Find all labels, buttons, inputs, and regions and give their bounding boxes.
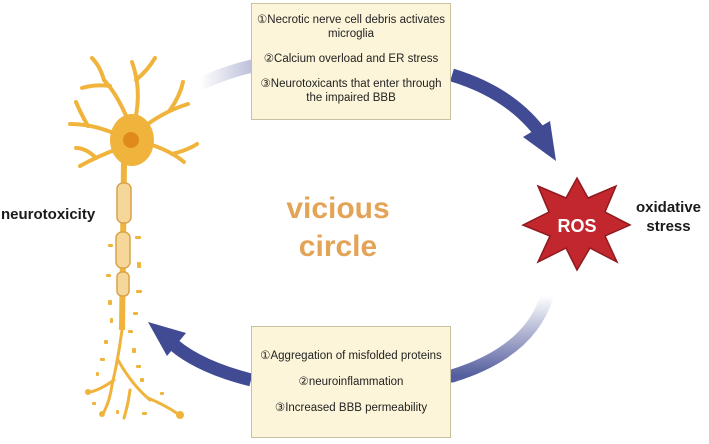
oxidative-label-line-1: oxidative [636,199,702,216]
top-cause-box: ①Necrotic nerve cell debris activates mi… [251,3,451,120]
oxidative-label-line-2: stress [646,218,691,235]
top-item-3: ③Neurotoxicants that enter through the i… [260,78,442,104]
top-item-1: ①Necrotic nerve cell debris activates mi… [257,14,445,40]
center-label-line-1: vicious [286,192,390,225]
bottom-item-1: ①Aggregation of misfolded proteins [260,350,442,362]
oxidative-stress-label: oxidative stress [636,198,701,236]
bottom-item-3: ③Increased BBB permeability [274,402,428,414]
neurotoxicity-label: neurotoxicity [1,206,96,223]
top-item-2: ②Calcium overload and ER stress [263,53,439,65]
ros-label: ROS [557,216,596,236]
center-label-line-2: circle [298,230,378,263]
arrow-icon-top-right [450,68,556,161]
arc-lower-right [445,289,554,383]
arc-upper-left [193,59,259,91]
neuron-icon [68,56,199,420]
vicious-circle-label: vicious circle [268,190,408,266]
bottom-cause-box: ①Aggregation of misfolded proteins ②neur… [251,326,451,438]
bottom-item-2: ②neuroinflammation [298,376,404,388]
arrow-icon-bottom-left [148,322,253,387]
ros-star-icon [521,176,632,272]
